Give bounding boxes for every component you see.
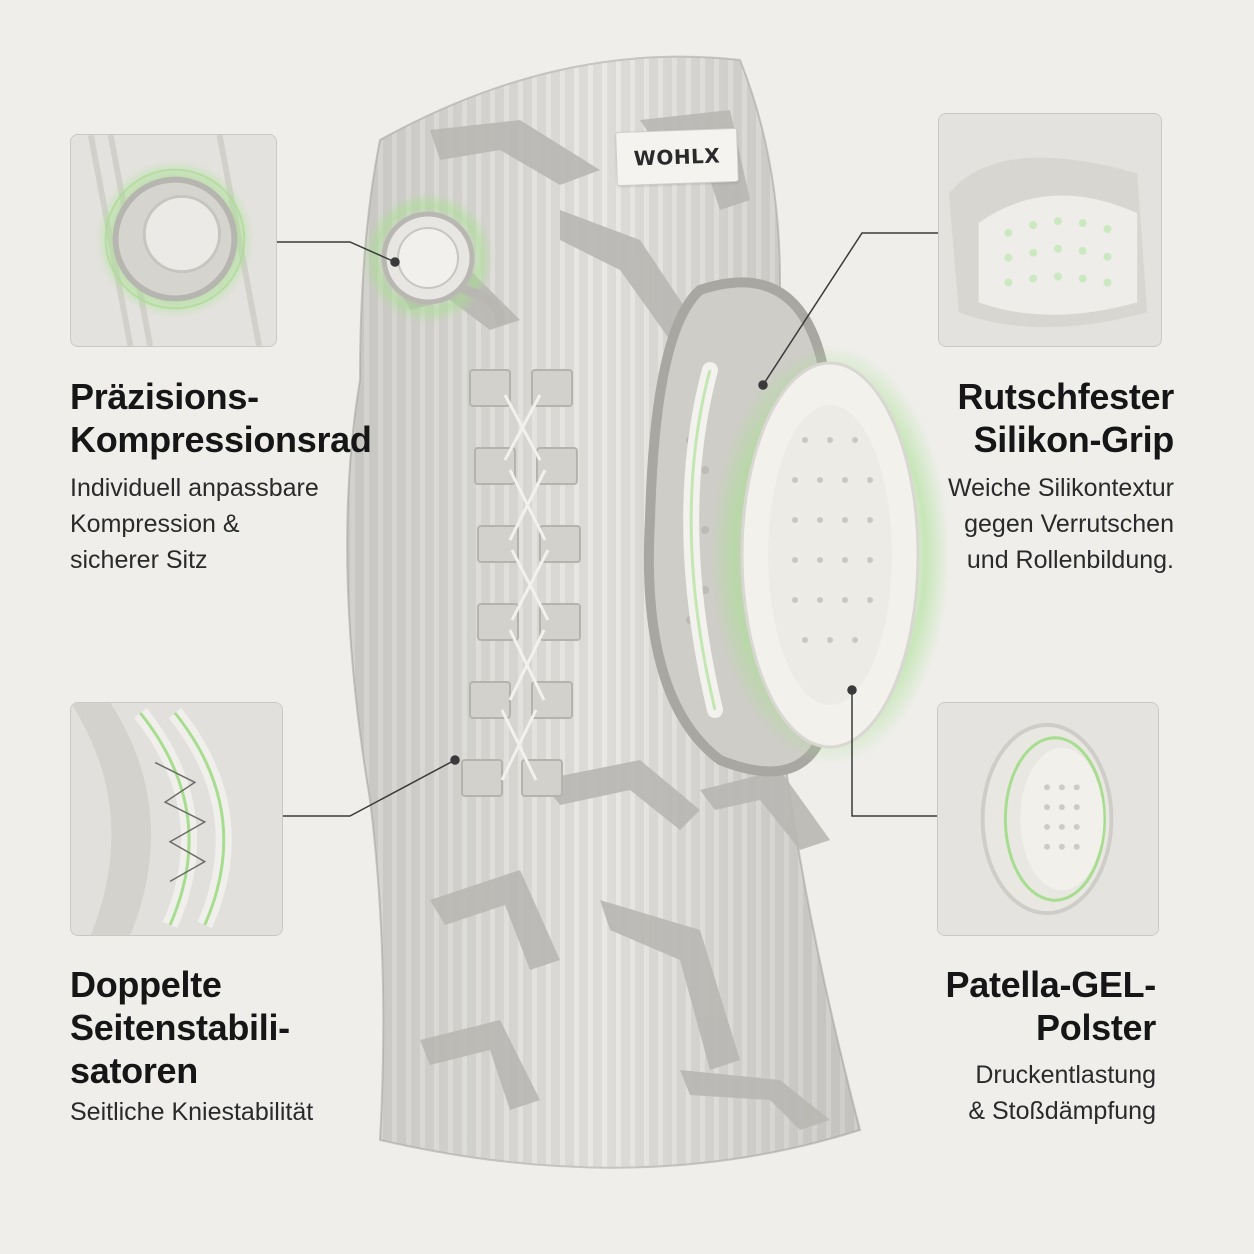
side-stabilizer-icon xyxy=(71,703,282,935)
gel-title: Patella-GEL- Polster xyxy=(945,964,1157,1048)
stabilizer-title: Doppelte Seitenstabili- satoren xyxy=(70,964,290,1091)
dial-title: Präzisions- Kompressionsrad xyxy=(70,376,372,460)
grip-title: Rutschfester Silikon-Grip xyxy=(957,376,1175,460)
gel-description: Druckentlastung & Stoßdämpfung xyxy=(968,1061,1156,1125)
dial-thumbnail xyxy=(70,134,277,347)
stabilizer-description: Seitliche Kniestabilität xyxy=(70,1098,314,1126)
grip-description: Weiche Silikontextur gegen Verrutschen u… xyxy=(947,474,1174,574)
brand-label: WOHLX xyxy=(615,127,739,187)
sleeve-body xyxy=(346,55,862,1169)
grip-thumbnail xyxy=(938,113,1162,347)
dial-description: Individuell anpassbare Kompression & sic… xyxy=(70,474,319,574)
gel-pad xyxy=(740,361,920,749)
gel-pad-icon xyxy=(938,703,1158,935)
connector-lines xyxy=(277,232,938,817)
silicone-grip-icon xyxy=(939,114,1161,346)
compression-dial xyxy=(381,211,475,305)
gel-pad-thumbnail xyxy=(937,702,1159,936)
compression-dial-icon xyxy=(71,135,276,346)
stabilizer-thumbnail xyxy=(70,702,283,936)
pad-dots xyxy=(792,437,873,643)
tread-pattern xyxy=(400,110,830,1130)
patella-opening xyxy=(643,277,835,777)
lacing-system xyxy=(461,369,581,797)
